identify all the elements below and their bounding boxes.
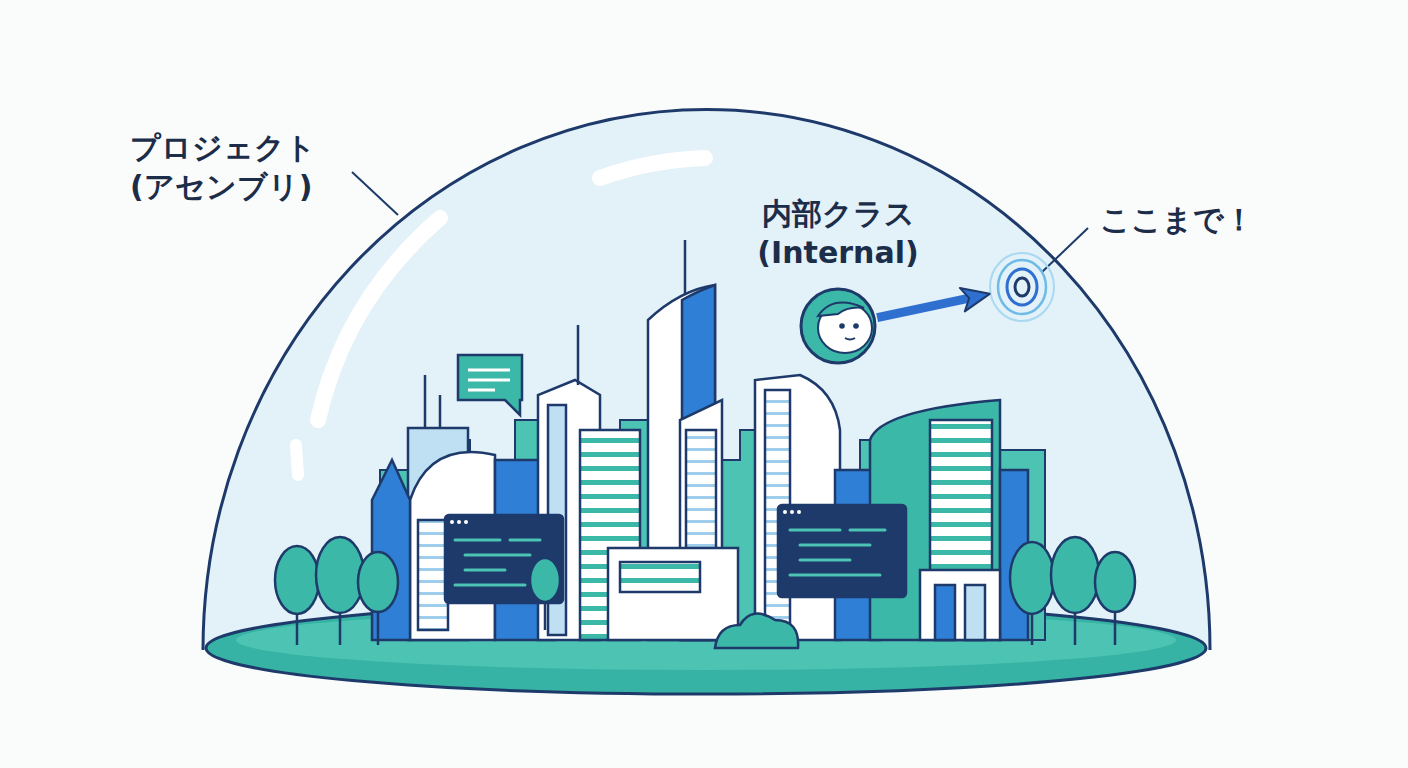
node-heading: プロジェクト (アセンブリ): [130, 128, 316, 206]
internal-class-character: 内部クラス (Internal): [798, 286, 878, 366]
skyline: [380, 420, 1045, 640]
buildings: [372, 240, 1028, 640]
screen-dots: [450, 510, 801, 524]
bubble-lines: [468, 370, 510, 390]
dome-glass: [203, 109, 1210, 650]
node-heading: 内部クラス (Internal): [757, 194, 918, 272]
arrow-connector: [877, 298, 968, 317]
impact-ripple: [990, 253, 1054, 321]
boundary-ripple-shape: [987, 252, 1057, 322]
node-heading: ここまで！: [1100, 200, 1254, 239]
internal-class-character-shape: [798, 286, 878, 366]
leader-line: [352, 172, 398, 215]
leader-line: [1042, 228, 1088, 272]
code-lines: [455, 530, 885, 585]
boundary-ripple: ここまで！: [987, 252, 1057, 322]
glass-dome: 内部クラス (Internal)ここまで！プロジェクト (アセンブリ): [203, 108, 1210, 698]
glass-dome-shape: [203, 108, 1210, 698]
trees: [275, 537, 1135, 648]
dome-outline: [203, 109, 1210, 650]
character-face: [801, 289, 875, 363]
